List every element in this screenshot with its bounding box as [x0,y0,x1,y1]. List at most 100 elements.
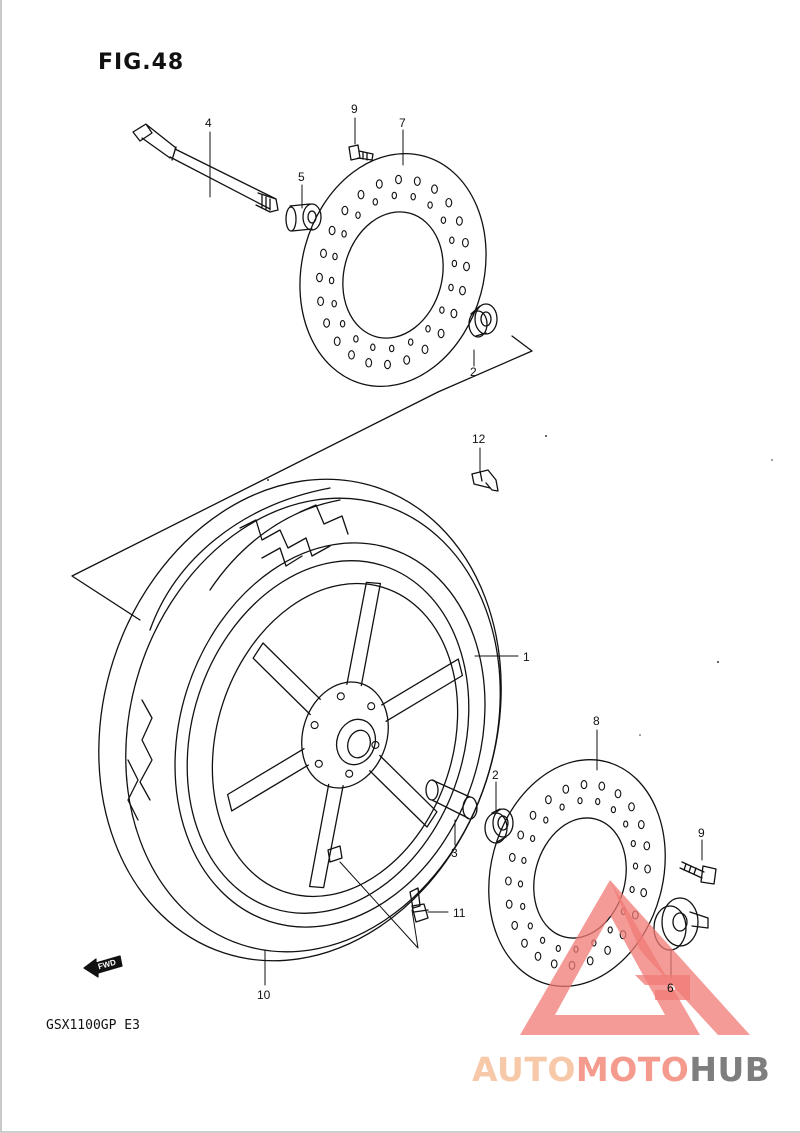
disc-hole [644,864,651,874]
disc-hole [517,830,525,840]
tire-10 [98,478,502,962]
watermark-auto: AUTO [472,1050,576,1089]
brake-disc-7 [299,152,487,388]
disc-hole [331,299,337,308]
disc-hole [384,359,391,370]
wheel-spoke [346,581,382,687]
disc-hole [341,205,349,216]
disc-hole [316,272,323,283]
disc-bolt-9-lower [679,861,717,885]
wheel-spacer-3 [425,779,478,820]
disc-hole [629,885,635,894]
disc-hole [375,179,383,189]
disc-hole [370,343,376,352]
hub-bolt [367,702,376,711]
callout-11: 11 [453,906,466,920]
callout-9-lower: 9 [698,826,705,840]
disc-hole [372,198,379,206]
wheel-spoke [381,658,464,722]
disc-hole [450,308,458,319]
disc-hole [328,225,336,236]
disc-hole [431,184,438,194]
disc-hole [355,211,361,219]
wheel-spoke [252,642,321,716]
disc-hole [427,201,433,209]
disc-hole [527,922,533,930]
wheel-rim-1 [174,542,486,928]
callout-12: 12 [472,432,486,446]
wheel-spoke [369,754,438,828]
disc-hole [463,261,470,272]
disc-hole [559,803,565,811]
disc-hole [555,944,561,952]
wheel-spoke [308,783,344,889]
callout-1: 1 [523,650,530,664]
disc-hole [595,798,601,806]
disc-hole [410,192,416,201]
disc-hole [449,236,455,245]
callout-9-upper: 9 [351,102,358,116]
model-code: GSX1100GP E3 [46,1018,140,1033]
disc-hole [580,780,588,790]
disc-hole [632,862,639,870]
disc-hole [451,259,458,268]
disc-hole [403,355,411,365]
callout-3: 3 [451,846,458,860]
disc-hole [529,810,537,820]
disc-hole [395,174,402,185]
watermark-logo-triangle [520,880,750,1035]
hub-bolt [345,769,354,778]
disc-hole [511,920,519,930]
disc-hole [630,840,636,848]
wheel-spoke [226,748,309,812]
disc-hole [348,350,355,360]
disc-hole [332,252,338,261]
callout-10: 10 [257,988,271,1002]
disc-hole [357,189,365,200]
disc-hole [505,899,513,909]
callout-7: 7 [399,116,406,130]
disc-hole [421,344,429,355]
disc-hole [623,820,629,828]
callout-2-upper: 2 [470,365,477,379]
disc-hole [534,951,542,961]
callout-leader-lines [209,117,703,986]
disc-hole [628,802,635,812]
disc-hole [333,336,341,347]
disc-hole [529,834,536,843]
disc-hole [539,936,546,944]
disc-hole [437,328,445,339]
hub-bolt [314,759,323,768]
disc-hole [521,938,528,948]
axle-collar-5 [285,203,322,232]
watermark-wordmark: AUTOMOTOHUB [472,1050,770,1089]
watermark-moto: MOTO [575,1050,690,1089]
disc-hole [388,344,395,353]
wheel-bearing-2-upper [468,303,498,338]
disc-hole [545,795,552,805]
disc-hole [391,191,398,200]
brake-disc-8 [488,759,666,987]
disc-hole [640,888,648,898]
disc-hole [445,197,453,208]
disc-hole [598,781,606,791]
disc-hole [341,230,347,238]
disc-hole [440,216,447,224]
callout-4: 4 [205,116,212,130]
disc-hole [562,784,570,794]
disc-hole [328,276,335,285]
disc-hole [413,176,421,186]
disc-hole [577,797,583,805]
callout-6: 6 [667,981,674,995]
watermark-hub: HUB [689,1050,771,1089]
hub-bolt [336,692,345,701]
callout-8: 8 [593,714,600,728]
assembly-boundary-lines [71,335,533,621]
disc-hole [521,856,527,865]
disc-hole [637,820,645,830]
disc-hole [517,880,524,888]
disc-hole [459,285,466,296]
disc-hole [407,338,414,346]
callout-2-lower: 2 [492,768,499,782]
